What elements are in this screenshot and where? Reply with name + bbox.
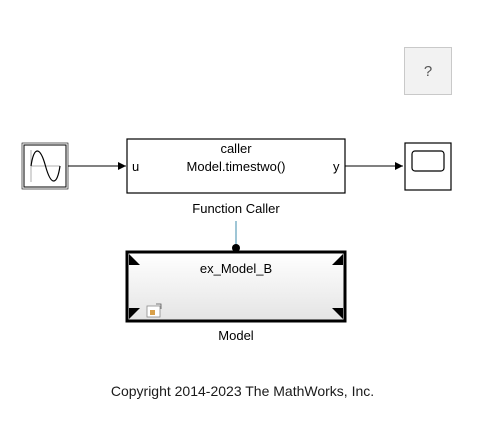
sine-wave-icon bbox=[30, 150, 61, 182]
function-caller-block[interactable]: caller Model.timestwo() u y bbox=[126, 138, 346, 194]
function-caller-prototype: Model.timestwo() bbox=[187, 159, 286, 174]
model-corner-tr bbox=[332, 254, 343, 265]
help-button-label: ? bbox=[423, 62, 433, 80]
input-port-label: u bbox=[132, 159, 139, 174]
model-corner-br bbox=[332, 308, 343, 319]
function-caller-title: caller bbox=[220, 141, 252, 156]
output-port-label: y bbox=[333, 159, 340, 174]
function-connection-dot bbox=[232, 244, 240, 252]
function-caller-name: Function Caller bbox=[192, 201, 280, 216]
scope-icon bbox=[411, 150, 445, 172]
scope-block[interactable] bbox=[404, 142, 452, 191]
model-block-name: Model bbox=[218, 328, 254, 343]
model-corner-tl bbox=[129, 254, 140, 265]
model-corner-bl bbox=[129, 308, 140, 319]
model-reference-icon bbox=[146, 303, 162, 318]
help-button[interactable]: ? bbox=[404, 47, 452, 95]
sine-wave-block[interactable] bbox=[21, 142, 69, 190]
model-reference-name: ex_Model_B bbox=[200, 261, 272, 276]
copyright-text: Copyright 2014-2023 The MathWorks, Inc. bbox=[110, 383, 375, 399]
model-reference-block[interactable]: ex_Model_B bbox=[125, 250, 347, 323]
